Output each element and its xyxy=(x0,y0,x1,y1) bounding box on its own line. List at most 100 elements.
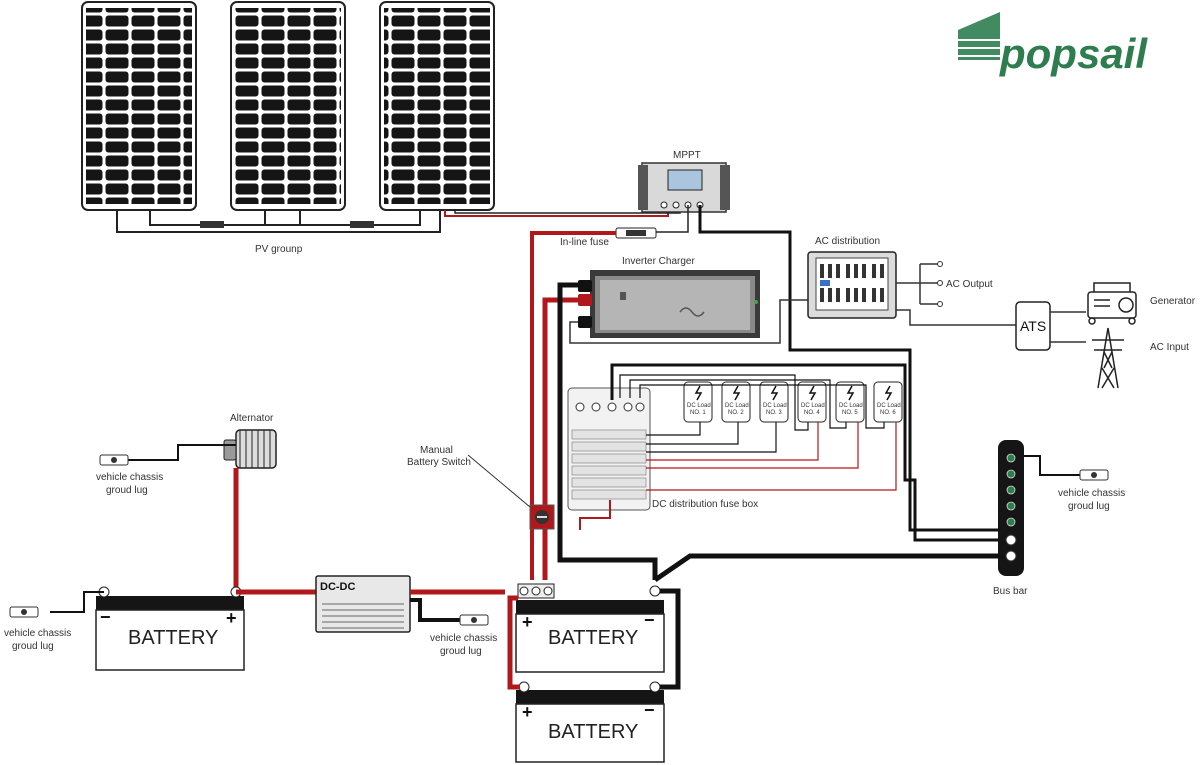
alternator-icon xyxy=(223,429,277,469)
svg-text:BATTERY: BATTERY xyxy=(548,721,638,743)
chassis-lug-right: vehicle chassis groud lug xyxy=(1058,469,1125,512)
inverter-charger: Inverter Charger xyxy=(590,256,760,338)
alternator-ground-wire xyxy=(120,444,236,461)
dcdc-ground-wire xyxy=(410,598,460,622)
svg-text:groud lug: groud lug xyxy=(106,485,148,496)
dc-fuse-box xyxy=(567,387,651,511)
svg-text:NO. 6: NO. 6 xyxy=(880,410,896,416)
mppt-controller: MPPT xyxy=(638,150,730,213)
svg-text:groud lug: groud lug xyxy=(12,641,54,652)
svg-text:NO. 5: NO. 5 xyxy=(842,410,858,416)
fuse-box-positive-feed xyxy=(579,500,611,530)
house-battery-1-terminals xyxy=(517,583,661,599)
mc4-connector xyxy=(200,221,224,228)
brand-name: popsail xyxy=(999,30,1148,77)
battery-parallel-positive xyxy=(507,595,520,690)
ats-ac-wire xyxy=(896,309,1016,326)
pv-panel-2 xyxy=(230,1,346,211)
pv-panel-3 xyxy=(379,1,495,211)
dc-load-3: DC Load NO. 3 xyxy=(759,381,789,423)
inverter-terminals xyxy=(578,280,592,328)
mppt-fuse-wire xyxy=(656,205,689,233)
svg-text:vehicle chassis: vehicle chassis xyxy=(96,472,163,483)
dc-load-wires xyxy=(619,374,897,491)
svg-text:DC Load: DC Load xyxy=(687,403,711,409)
svg-text:vehicle chassis: vehicle chassis xyxy=(1058,488,1125,499)
fuse-box-negative-feed xyxy=(610,363,1005,542)
ac-output-terminal xyxy=(937,301,943,307)
inverter-positive-wire xyxy=(542,297,585,580)
bus-bar xyxy=(998,440,1024,576)
ac-distribution-label: AC distribution xyxy=(815,236,880,247)
chassis-lug-left: vehicle chassis groud lug xyxy=(4,606,71,652)
popsail-logo: popsail xyxy=(958,12,1148,77)
pv-panels xyxy=(81,1,495,211)
svg-text:vehicle chassis: vehicle chassis xyxy=(430,633,497,644)
inverter-ac-wire xyxy=(569,299,808,344)
chassis-lug-dcdc: vehicle chassis groud lug xyxy=(430,614,497,657)
dc-load-4: DC Load NO. 4 xyxy=(797,381,827,423)
svg-text:DC Load: DC Load xyxy=(725,403,749,409)
dc-loads: DC Load NO. 1 DC Load NO. 2 DC Load NO. … xyxy=(683,381,903,423)
svg-text:DC Load: DC Load xyxy=(801,403,825,409)
svg-text:NO. 2: NO. 2 xyxy=(728,410,744,416)
inverter-negative-wire xyxy=(557,282,658,580)
svg-text:DC Load: DC Load xyxy=(839,403,863,409)
inverter-label: Inverter Charger xyxy=(622,256,695,267)
svg-text:−: − xyxy=(100,607,111,627)
svg-text:NO. 1: NO. 1 xyxy=(690,410,706,416)
generator-label: Generator xyxy=(1150,296,1196,307)
ac-output-label: AC Output xyxy=(946,279,993,290)
ac-distribution-box: AC distribution xyxy=(807,236,897,319)
battery-negative-busbar-wire xyxy=(653,553,1005,583)
bus-bar-label: Bus bar xyxy=(993,586,1028,597)
battery-switch-pointer xyxy=(467,454,531,508)
mppt-display xyxy=(667,169,703,191)
svg-text:vehicle chassis: vehicle chassis xyxy=(4,628,71,639)
svg-text:+: + xyxy=(226,608,237,628)
ats-switch: ATS xyxy=(1015,301,1051,351)
dc-dc-charger: DC-DC xyxy=(315,575,411,633)
pv-series-wiring xyxy=(116,210,441,233)
pv-panel-1 xyxy=(81,1,197,211)
dc-fuse-box-label: DC distribution fuse box xyxy=(652,499,758,510)
svg-text:+: + xyxy=(522,702,533,722)
starter-ground-wire xyxy=(50,591,104,613)
ac-output-terminal xyxy=(937,280,943,286)
bus-bar-ground-wire xyxy=(1024,455,1080,476)
solar-positive-wire xyxy=(530,231,616,580)
svg-text:BATTERY: BATTERY xyxy=(548,627,638,649)
svg-text:groud lug: groud lug xyxy=(1068,501,1110,512)
battery-switch-label-1: Manual xyxy=(420,445,453,456)
ac-output-terminal xyxy=(937,261,943,267)
starter-battery: − + BATTERY xyxy=(95,586,245,671)
pv-group-label: PV grounp xyxy=(255,244,303,255)
dc-load-1: DC Load NO. 1 xyxy=(683,381,713,423)
mppt-label: MPPT xyxy=(673,150,701,161)
svg-text:−: − xyxy=(644,610,655,630)
mc4-connector xyxy=(350,221,374,228)
ats-input-wires xyxy=(1050,311,1086,343)
inline-fuse-label: In-line fuse xyxy=(560,237,609,248)
house-battery-2: + − BATTERY xyxy=(515,681,665,763)
generator-icon xyxy=(1087,282,1137,325)
ac-input-pylon-icon xyxy=(1092,327,1124,389)
svg-text:DC-DC: DC-DC xyxy=(320,581,355,593)
house-battery-1: + − BATTERY xyxy=(515,600,665,673)
ac-input-label: AC Input xyxy=(1150,342,1189,353)
battery-parallel-negative xyxy=(660,588,681,690)
alternator-label: Alternator xyxy=(230,413,274,424)
inline-fuse xyxy=(615,227,657,239)
dc-load-5: DC Load NO. 5 xyxy=(835,381,865,423)
ats-label: ATS xyxy=(1020,318,1046,334)
svg-text:groud lug: groud lug xyxy=(440,646,482,657)
svg-text:−: − xyxy=(644,700,655,720)
ac-output-wires xyxy=(896,263,938,305)
manual-battery-switch xyxy=(529,504,555,530)
svg-text:DC Load: DC Load xyxy=(763,403,787,409)
chassis-lug-alternator: vehicle chassis groud lug xyxy=(96,454,163,496)
dc-load-2: DC Load NO. 2 xyxy=(721,381,751,423)
battery-switch-label-2: Battery Switch xyxy=(407,457,471,468)
svg-text:NO. 3: NO. 3 xyxy=(766,410,782,416)
svg-text:DC Load: DC Load xyxy=(877,403,901,409)
